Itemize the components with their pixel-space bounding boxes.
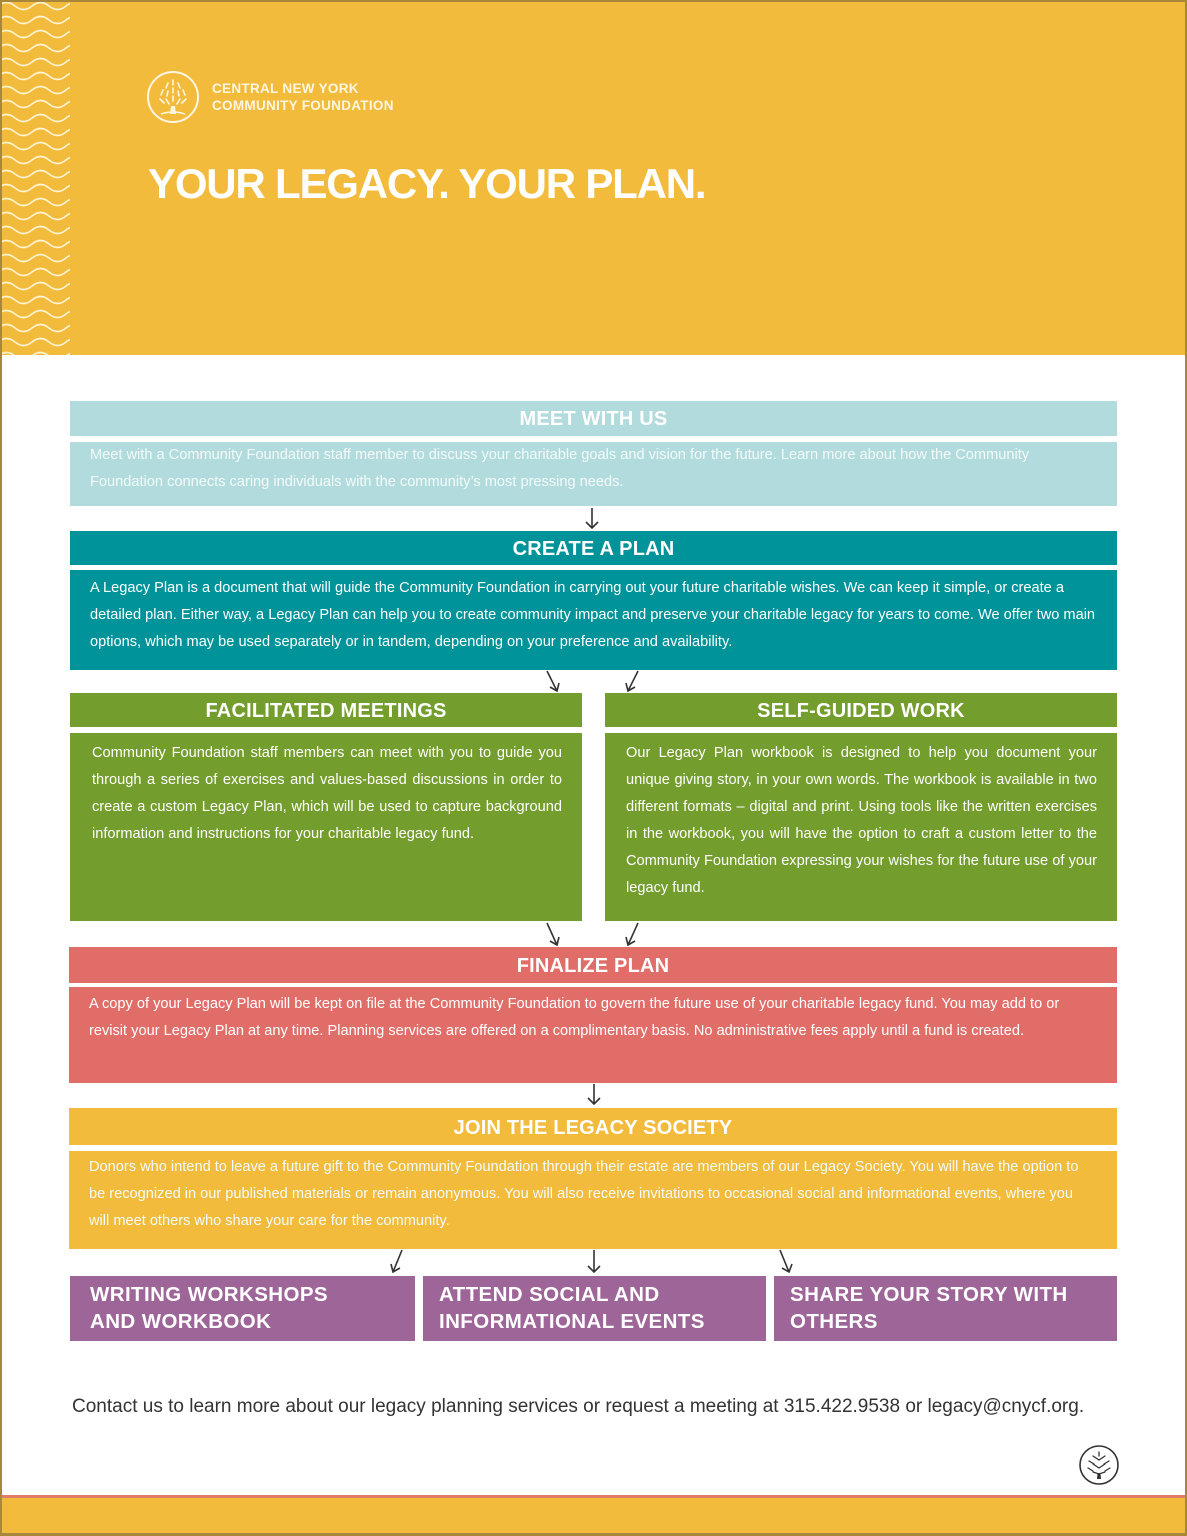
join-legacy-society-text: Donors who intend to leave a future gift… — [69, 1151, 1117, 1249]
meet-with-us-text: Meet with a Community Foundation staff m… — [70, 442, 1117, 506]
arrow-down-right-icon — [546, 922, 560, 947]
contact-text: Contact us to learn more about our legac… — [72, 1396, 1085, 1417]
outcome-line: OTHERS — [790, 1310, 878, 1333]
org-name: CENTRAL NEW YORK COMMUNITY FOUNDATION — [212, 80, 394, 114]
arrow-down-left-icon — [625, 670, 639, 693]
outcome-share-story: SHARE YOUR STORY WITH OTHERS — [774, 1276, 1117, 1341]
header-banner: CENTRAL NEW YORK COMMUNITY FOUNDATION YO… — [0, 0, 1187, 355]
create-a-plan-text: A Legacy Plan is a document that will gu… — [70, 570, 1117, 670]
wave-pattern-icon — [0, 1, 70, 355]
arrow-down-icon — [585, 508, 599, 530]
outcome-line: AND WORKBOOK — [90, 1310, 272, 1333]
tree-in-circle-icon — [1079, 1445, 1119, 1485]
page-title: YOUR LEGACY. YOUR PLAN. — [148, 160, 707, 207]
create-a-plan-heading: CREATE A PLAN — [70, 531, 1117, 565]
outcome-line: SHARE YOUR STORY WITH — [790, 1283, 1068, 1306]
outcome-line: WRITING WORKSHOPS — [90, 1283, 328, 1306]
self-guided-work-text: Our Legacy Plan workbook is designed to … — [605, 733, 1117, 921]
arrow-down-icon — [587, 1084, 601, 1106]
footer-band — [0, 1498, 1187, 1536]
facilitated-meetings-text: Community Foundation staff members can m… — [70, 733, 582, 921]
tree-in-circle-icon — [147, 71, 199, 123]
finalize-plan-text: A copy of your Legacy Plan will be kept … — [69, 987, 1117, 1083]
arrow-down-icon — [587, 1250, 601, 1274]
arrow-down-right-icon — [546, 670, 560, 693]
outcome-social-events: ATTEND SOCIAL AND INFORMATIONAL EVENTS — [423, 1276, 766, 1341]
facilitated-meetings-heading: FACILITATED MEETINGS — [70, 693, 582, 727]
org-logo: CENTRAL NEW YORK COMMUNITY FOUNDATION — [146, 70, 394, 124]
arrow-down-right-icon — [779, 1249, 793, 1274]
outcome-line: INFORMATIONAL EVENTS — [439, 1310, 705, 1333]
outcome-writing-workshops: WRITING WORKSHOPS AND WORKBOOK — [70, 1276, 415, 1341]
org-name-line1: CENTRAL NEW YORK — [212, 81, 359, 96]
arrow-down-left-icon — [390, 1249, 403, 1274]
meet-with-us-heading: MEET WITH US — [70, 401, 1117, 436]
finalize-plan-heading: FINALIZE PLAN — [69, 947, 1117, 983]
join-legacy-society-heading: JOIN THE LEGACY SOCIETY — [69, 1108, 1117, 1145]
outcome-line: ATTEND SOCIAL AND — [439, 1283, 660, 1306]
org-name-line2: COMMUNITY FOUNDATION — [212, 98, 394, 113]
arrow-down-left-icon — [625, 922, 639, 947]
self-guided-work-heading: SELF-GUIDED WORK — [605, 693, 1117, 727]
footer-divider — [0, 1495, 1187, 1498]
